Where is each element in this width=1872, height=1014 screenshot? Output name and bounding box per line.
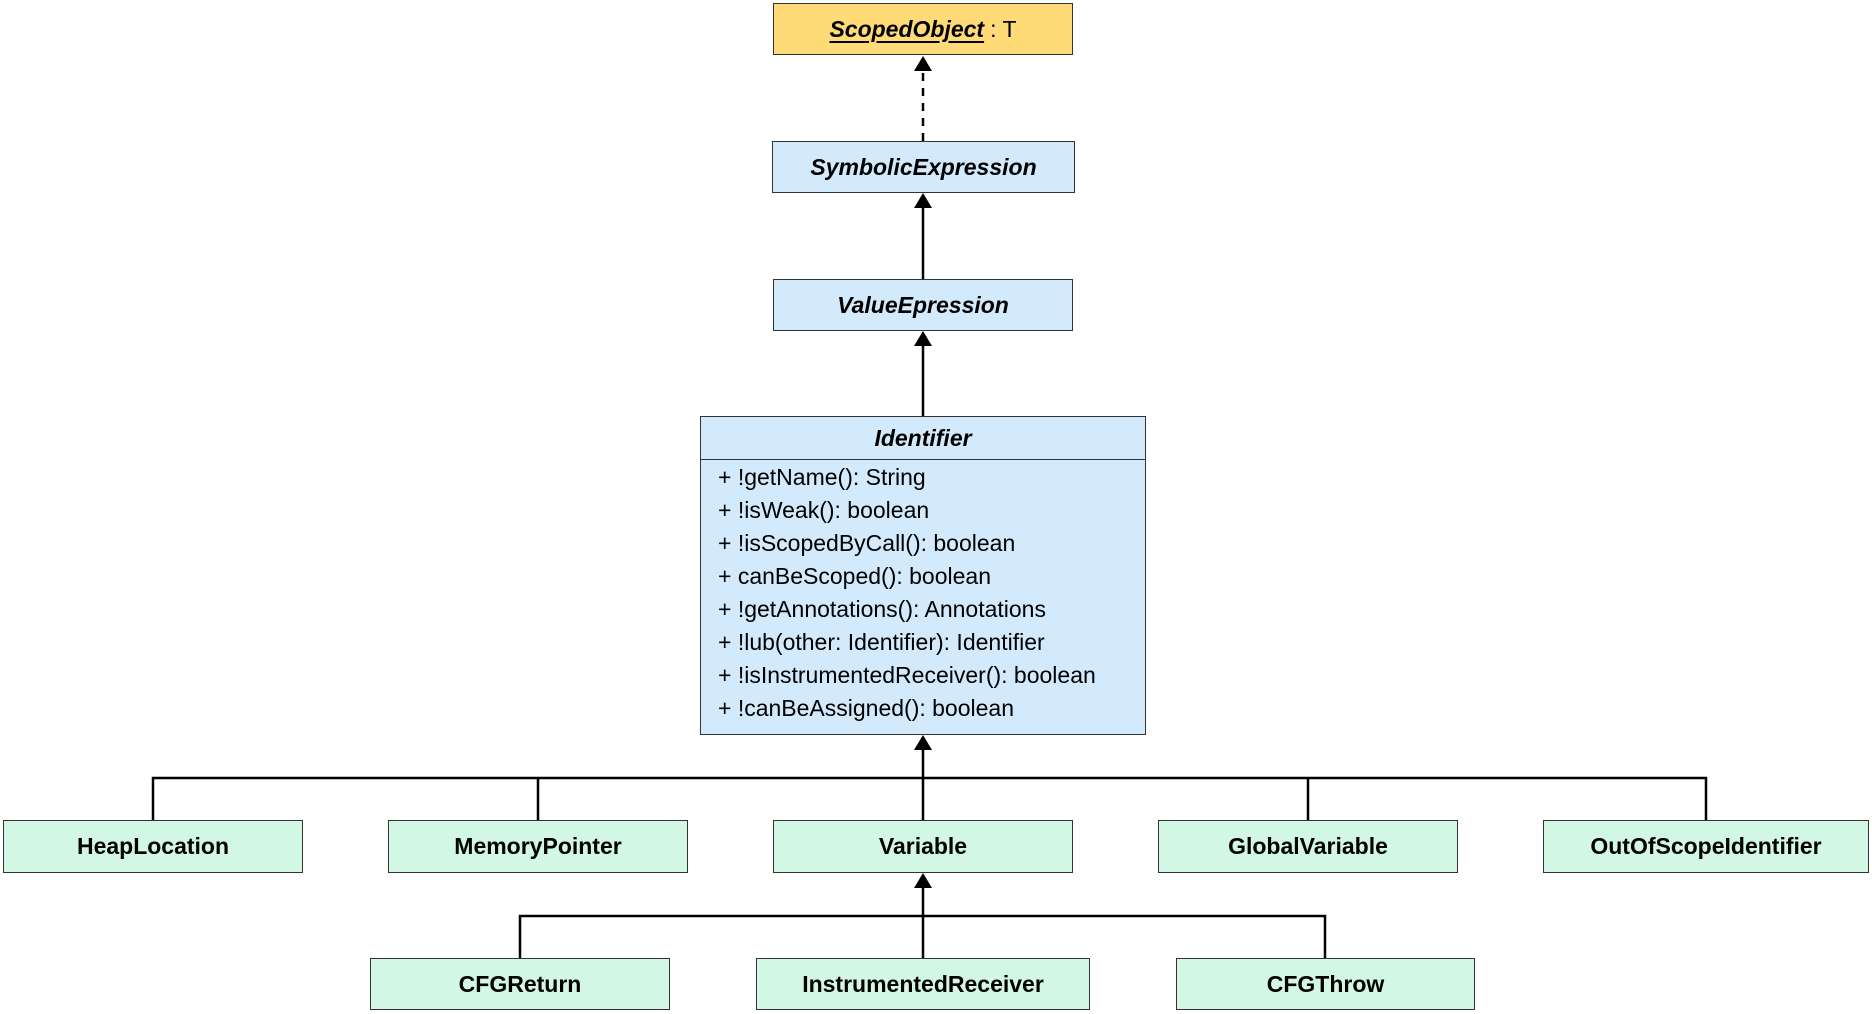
out-of-scope-identifier-class: OutOfScopeIdentifier <box>1543 820 1869 873</box>
symbolic-expression-class: SymbolicExpression <box>772 141 1075 193</box>
method-can-be-assigned: + !canBeAssigned(): boolean <box>718 695 1015 721</box>
interface-type-param: T <box>1002 15 1017 42</box>
instrumented-receiver-class: InstrumentedReceiver <box>756 958 1090 1010</box>
identifier-class-header: Identifier <box>701 417 1145 460</box>
identifier-method-list: + !getName(): String + !isWeak(): boolea… <box>701 460 1145 725</box>
heap-location-class: HeapLocation <box>3 820 303 873</box>
cfg-throw-class: CFGThrow <box>1176 958 1475 1010</box>
variable-class: Variable <box>773 820 1073 873</box>
heap-location-label: HeapLocation <box>76 833 230 859</box>
interface-separator: : <box>990 15 997 42</box>
arrowhead <box>914 873 932 888</box>
arrowhead <box>914 56 932 71</box>
memory-pointer-class: MemoryPointer <box>388 820 688 873</box>
method-is-scoped-by-call: + !isScopedByCall(): boolean <box>718 530 1016 556</box>
symbolic-expression-label: SymbolicExpression <box>810 153 1037 180</box>
inheritance-connector <box>151 776 1708 820</box>
arrowhead <box>914 193 932 208</box>
global-variable-label: GlobalVariable <box>1228 833 1388 859</box>
cfg-return-label: CFGReturn <box>458 970 582 997</box>
method-get-annotations: + !getAnnotations(): Annotations <box>718 596 1046 622</box>
memory-pointer-label: MemoryPointer <box>454 833 622 859</box>
cfg-return-class: CFGReturn <box>370 958 670 1010</box>
cfg-throw-label: CFGThrow <box>1266 970 1385 997</box>
identifier-class: Identifier + !getName(): String + !isWea… <box>700 416 1146 735</box>
instrumented-receiver-label: InstrumentedReceiver <box>802 970 1044 997</box>
method-is-weak: + !isWeak(): boolean <box>718 497 930 523</box>
variable-label: Variable <box>878 833 968 859</box>
interface-name: ScopedObject <box>829 15 985 42</box>
arrowhead <box>914 735 932 750</box>
arrowhead <box>914 331 932 346</box>
global-variable-class: GlobalVariable <box>1158 820 1458 873</box>
value-expression-label: ValueEpression <box>837 291 1009 318</box>
method-is-instrumented-receiver: + !isInstrumentedReceiver(): boolean <box>718 662 1096 688</box>
method-lub: + !lub(other: Identifier): Identifier <box>718 629 1045 655</box>
scoped-object-interface: ScopedObject : T <box>773 3 1073 55</box>
method-get-name: + !getName(): String <box>718 464 926 490</box>
value-expression-class: ValueEpression <box>773 279 1073 331</box>
method-can-be-scoped: + canBeScoped(): boolean <box>718 563 992 589</box>
out-of-scope-identifier-label: OutOfScopeIdentifier <box>1590 833 1822 859</box>
